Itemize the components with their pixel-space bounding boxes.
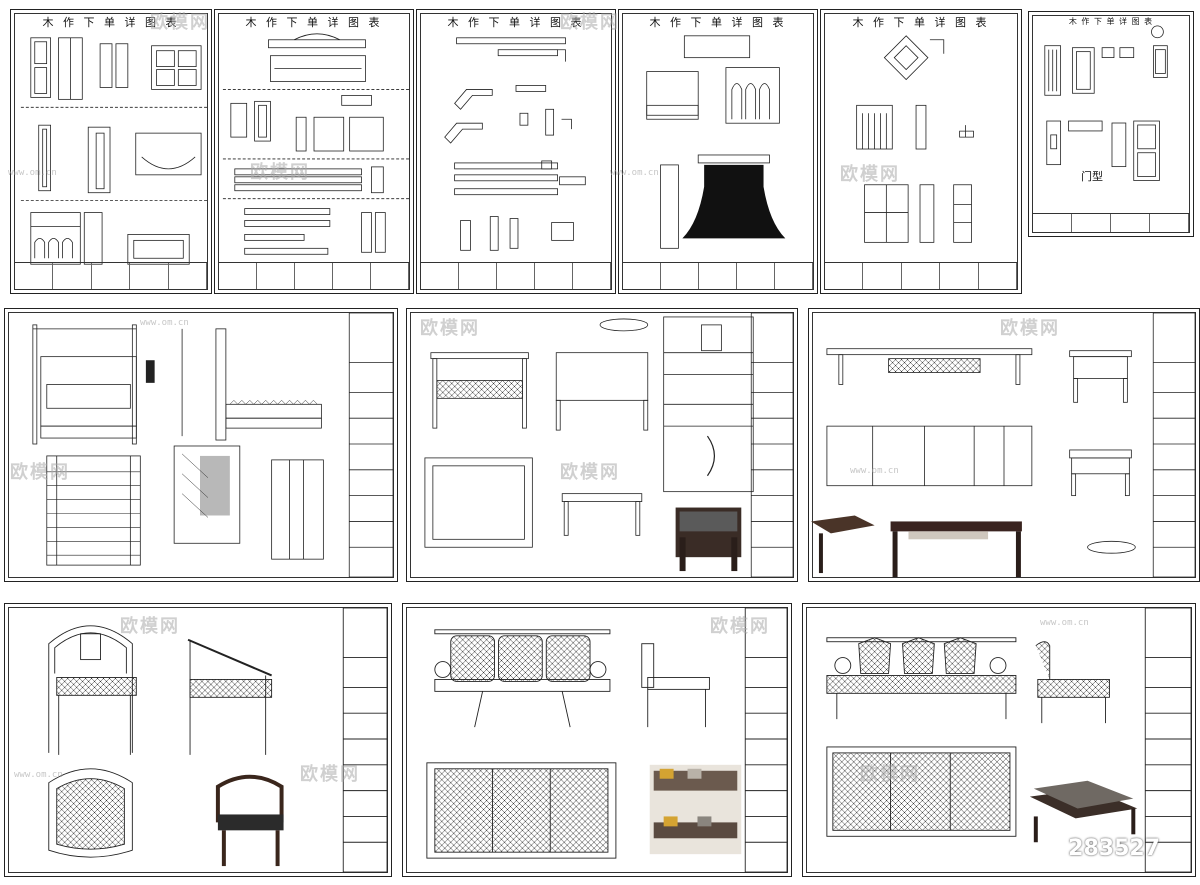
title-block [825,262,1018,289]
sheet-title: 木 作 下 单 详 图 表 [447,16,585,29]
title-block [15,262,208,289]
tv-cabinet-drawings [810,312,1196,578]
sheet-border [8,312,394,578]
sheet-tv-cabinet [808,308,1200,582]
sheet-title: 木 作 下 单 详 图 表 [42,16,180,29]
overlay-code: 283527 [1068,836,1160,861]
coffee-table-drawings [424,312,794,578]
title-block [623,262,813,289]
sheet-title: 木 作 下 单 详 图 表 [852,16,990,29]
title-block [1033,213,1189,232]
sofa-drawings [426,607,788,873]
sheet-border [812,312,1196,578]
armchair-photo [215,774,284,867]
moulding-drawings [222,33,410,255]
sheet-border [410,312,794,578]
daybed-photo [1029,780,1138,843]
sheet-cabinet-details-1: 木 作 下 单 详 图 表 [10,9,212,294]
sheet-range-hood: 木 作 下 单 详 图 表 [618,9,818,294]
shelf-drawings [856,35,974,243]
bed-section-hatch [200,455,230,516]
sofa-photo [649,764,742,855]
sheet-bed [4,308,398,582]
sheet-title: 木 作 下 单 详 图 表 [649,16,787,29]
sheet-border [406,607,788,873]
hood-drawings [646,35,786,249]
sheet-border [14,13,208,290]
sheet-door-types: 木 作 下 单 详 图 表 门型 [1028,11,1194,237]
bed-drawings [32,312,394,578]
profile-drawings [444,37,586,251]
sheet-coffee-table [406,308,798,582]
sheet-title: 木 作 下 单 详 图 表 [1068,17,1154,26]
tv-cabinet-photo [810,515,1022,578]
sheet-armchair [4,603,392,877]
sheet-border [420,13,612,290]
sheet-border [8,607,388,873]
daybed-drawings [826,607,1192,873]
sheet-border [218,13,410,290]
title-block [421,262,611,289]
sheet-border [1032,15,1190,233]
sheet-title: 木 作 下 单 详 图 表 [245,16,383,29]
coffee-table-photo [675,507,742,572]
sheet-cabinet-details-2: 木 作 下 单 详 图 表 [214,9,414,294]
hood-body [682,164,786,239]
door-type-label: 门型 [1081,170,1103,183]
title-block [219,262,409,289]
sheet-daybed-sofa [802,603,1196,877]
sheet-three-seat-sofa [402,603,792,877]
sheet-border [622,13,814,290]
cabinet-drawings [20,37,210,265]
sheet-shelf-details: 木 作 下 单 详 图 表 [820,9,1022,294]
door-drawings [1044,25,1168,181]
sheet-border [806,607,1192,873]
sheet-profile-details: 木 作 下 单 详 图 表 [416,9,616,294]
armchair-drawings [48,607,388,873]
sheet-border [824,13,1018,290]
